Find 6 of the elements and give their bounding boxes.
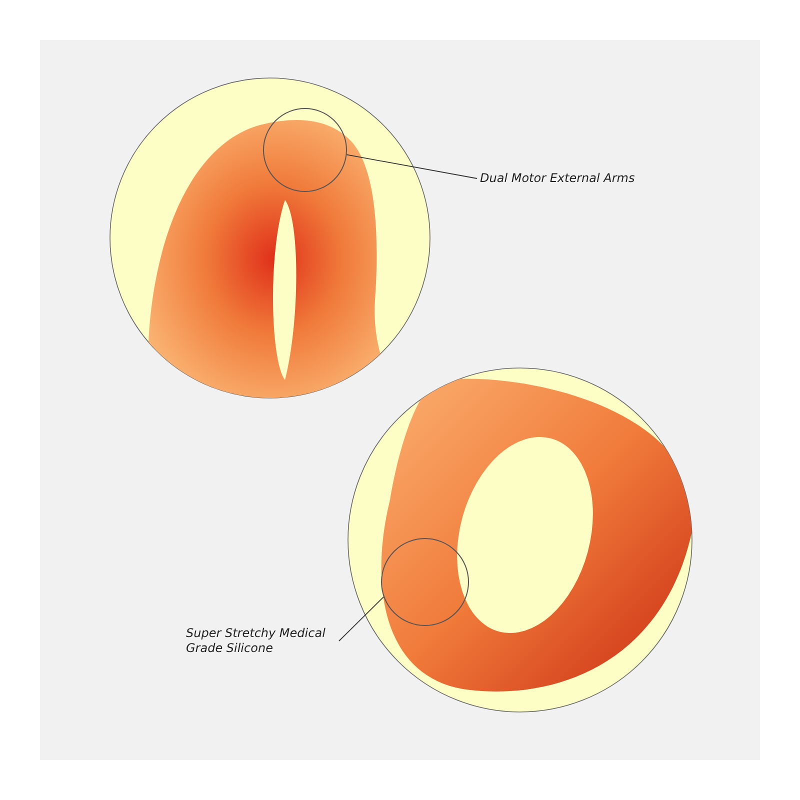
highlight-circle [381,538,469,626]
callout-label: Dual Motor External Arms [480,171,635,186]
leader-line [346,154,478,179]
callout-label: Super Stretchy Medical Grade Silicone [186,626,336,656]
highlight-circle [263,108,347,192]
leader-line [338,596,384,642]
